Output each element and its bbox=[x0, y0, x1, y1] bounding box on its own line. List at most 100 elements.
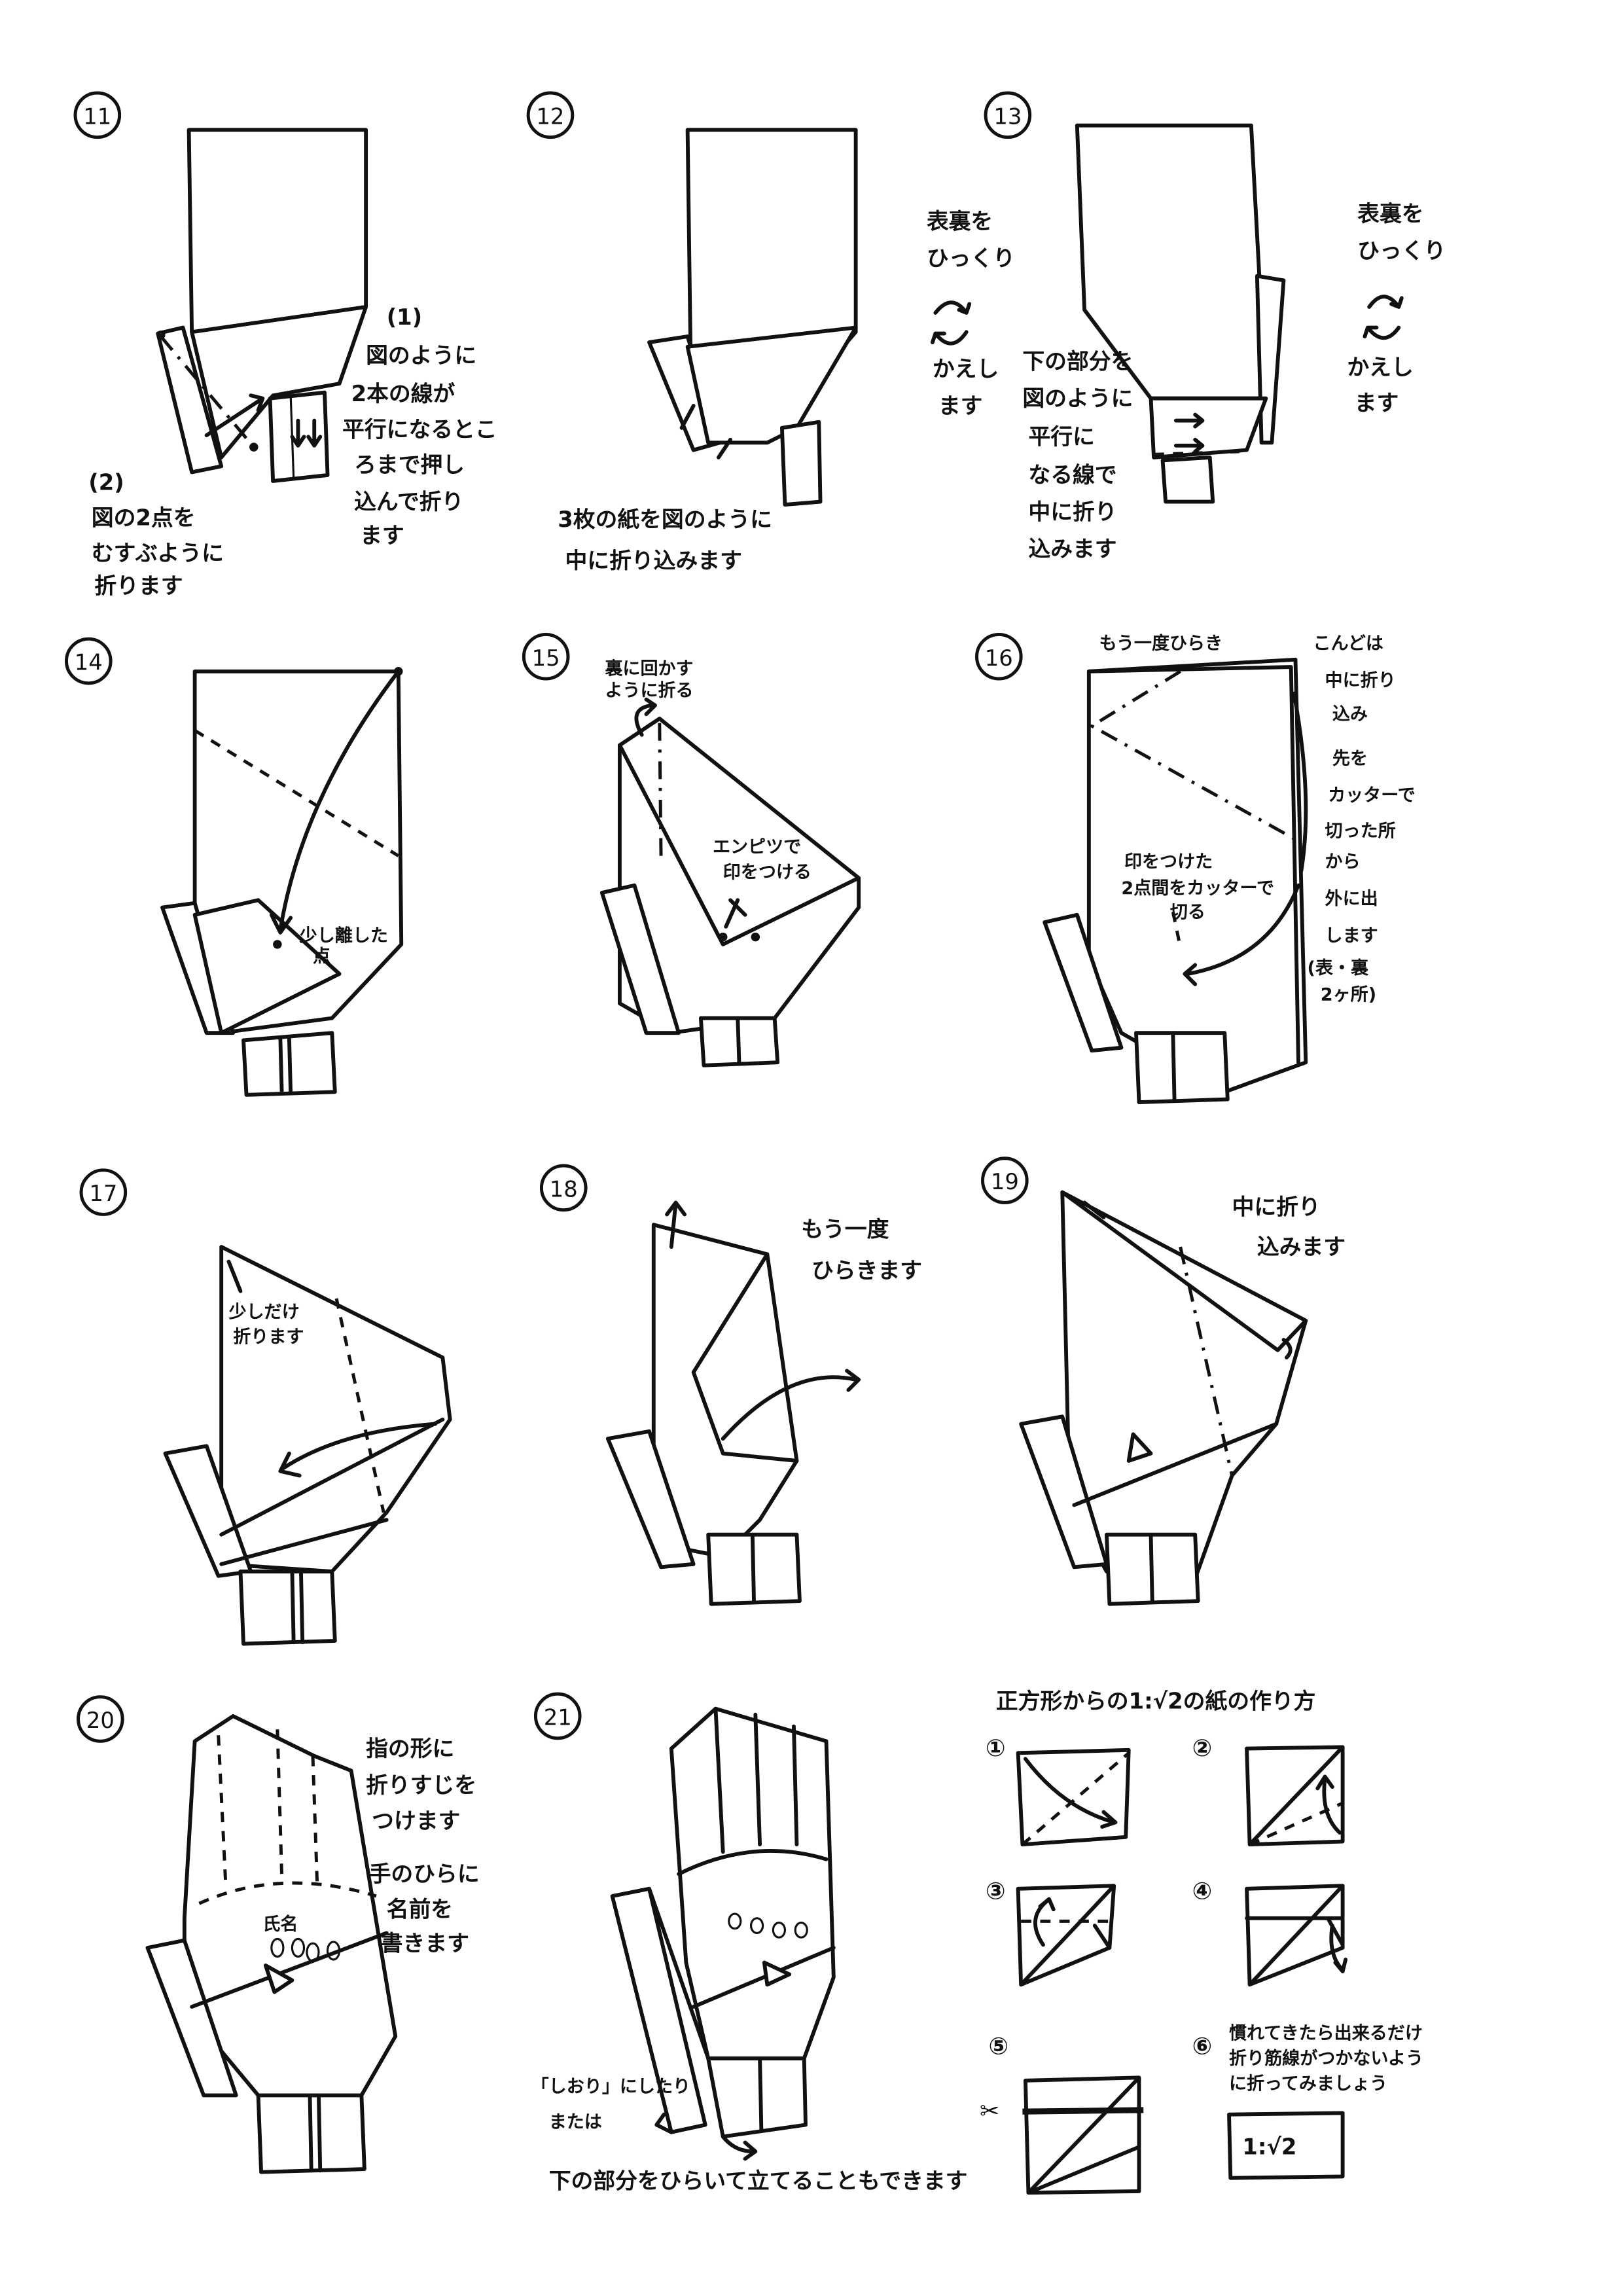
fold-edge bbox=[691, 1252, 799, 1463]
stem-line bbox=[278, 1037, 284, 1096]
note-line: かえし bbox=[933, 356, 999, 382]
thumb-flap bbox=[610, 1886, 707, 2134]
note-line: 込んで折り bbox=[354, 489, 463, 514]
point-marker bbox=[249, 442, 259, 452]
note-line: 図のように bbox=[366, 343, 476, 368]
note-line: ます bbox=[1355, 390, 1399, 416]
note-line: 折ります bbox=[233, 1327, 304, 1348]
note-line: なる線で bbox=[1028, 462, 1116, 488]
step-number-circle bbox=[79, 1168, 128, 1216]
note-line: します bbox=[1325, 925, 1378, 946]
folded-paper bbox=[1245, 1884, 1345, 1987]
flip-arrow-icon bbox=[1367, 295, 1404, 309]
paper-flap bbox=[190, 305, 368, 459]
note-line: ように折る bbox=[605, 681, 693, 701]
step-number-circle bbox=[64, 637, 113, 685]
step-number-circle bbox=[526, 91, 575, 139]
note-line: (2) bbox=[88, 469, 124, 495]
rotate-arrow-icon bbox=[634, 697, 657, 737]
stem-line bbox=[758, 2056, 764, 2132]
note-line: 指の形に bbox=[366, 1736, 454, 1761]
paper-ratio-guide: 正方形からの1:√2の紙の作り方 ① ② ③ ④ ⑤ ✂ ⑥ 慣れてきたら出来る… bbox=[980, 1689, 1423, 2195]
paper-body bbox=[219, 1245, 452, 1573]
arrow-icon bbox=[204, 393, 265, 438]
step-number-circle bbox=[981, 1157, 1029, 1204]
flip-arrow-icon bbox=[933, 300, 972, 315]
note-line: 下の部分を bbox=[1022, 349, 1133, 374]
note-line: 2ヶ所) bbox=[1321, 985, 1376, 1005]
point-marker bbox=[751, 932, 760, 942]
arrow-down-icon bbox=[290, 418, 323, 448]
note-line: 中に折り bbox=[1028, 499, 1116, 525]
note-line: ひっくり bbox=[927, 245, 1015, 271]
step-15: 15 裏に回かす ように折る エンピツで 印をつける bbox=[522, 632, 861, 1067]
paper-lower-rect bbox=[779, 420, 823, 507]
note-line: エンピツで bbox=[713, 837, 801, 857]
step-11: 11 (1) 図のように 2本の線が 平行になるとこ ろまで押し 込んで折り ま… bbox=[73, 91, 497, 598]
step-19: 19 中に折り 込みます bbox=[981, 1157, 1346, 1606]
step-number: 16 bbox=[985, 645, 1013, 671]
paper-flap bbox=[685, 325, 858, 445]
guide-step-number: ① bbox=[986, 1734, 1006, 1762]
note-line: カッターで bbox=[1328, 785, 1416, 806]
name-circle bbox=[794, 1922, 808, 1939]
note-line: 書きます bbox=[381, 1930, 469, 1956]
fold-edge bbox=[617, 743, 861, 946]
step-16: 16 もう一度ひらき こんどは 中に折り 込み 先を カッターで 切った所 から… bbox=[975, 632, 1416, 1105]
triangle-mark bbox=[1126, 1432, 1153, 1463]
paper-lower-rect bbox=[1149, 396, 1268, 459]
thumb-flap bbox=[163, 1444, 253, 1578]
arrow-icon bbox=[1183, 883, 1300, 986]
name-circle bbox=[291, 1937, 306, 1958]
note-line: 込みます bbox=[1028, 536, 1116, 562]
note-line: かえし bbox=[1347, 355, 1413, 380]
step-number: 11 bbox=[83, 103, 111, 129]
note-line: 外に出 bbox=[1325, 889, 1378, 909]
square-paper bbox=[1245, 1745, 1345, 1847]
flip-over-note: 表裏を ひっくり かえし ます bbox=[1347, 201, 1446, 416]
note-line: 点 bbox=[313, 946, 330, 967]
note-line: 中に折り込みます bbox=[565, 548, 741, 573]
note-line: 先を bbox=[1332, 749, 1368, 769]
note-line: (1) bbox=[387, 304, 422, 330]
note-line: 平行に bbox=[1028, 424, 1094, 450]
note-line: 手のひらに bbox=[369, 1861, 480, 1886]
name-circle bbox=[749, 1917, 764, 1934]
guide-step-number: ③ bbox=[986, 1878, 1006, 1905]
note-line: こんどは bbox=[1313, 634, 1383, 654]
step-number: 15 bbox=[532, 645, 560, 671]
fold-line bbox=[1088, 670, 1300, 843]
finger-lines bbox=[677, 1706, 829, 1876]
stem-line bbox=[736, 1016, 741, 1066]
step-number-circle bbox=[975, 632, 1023, 681]
paper-stem bbox=[706, 2056, 808, 2139]
name-circle bbox=[772, 1922, 786, 1939]
arrow-icon bbox=[226, 1259, 243, 1293]
note-line: ろまで押し bbox=[354, 452, 465, 477]
stem-line bbox=[1171, 1031, 1177, 1103]
note-line: に折ってみましょう bbox=[1229, 2073, 1387, 2094]
arrow-right-icon bbox=[1173, 412, 1205, 454]
step-number: 14 bbox=[75, 650, 103, 675]
paper-flap bbox=[192, 898, 342, 1035]
fold-curve bbox=[1292, 691, 1308, 873]
folded-paper bbox=[1016, 1884, 1116, 1987]
note-line: 図のように bbox=[1022, 386, 1133, 411]
step-12: 12 3枚の紙を図のように 中に折り込みます bbox=[526, 91, 858, 573]
note-line: 名前を bbox=[387, 1897, 453, 1922]
step-number-circle bbox=[539, 1164, 588, 1212]
step-number: 19 bbox=[991, 1169, 1019, 1194]
guide-step-number: ⑤ bbox=[989, 2032, 1009, 2060]
arrow-icon bbox=[1023, 1757, 1118, 1829]
step-17: 17 少しだけ 折ります bbox=[79, 1168, 452, 1646]
paper-stem bbox=[238, 1570, 337, 1646]
guide-step-number: ⑥ bbox=[1192, 2032, 1213, 2060]
square-paper bbox=[1016, 1748, 1131, 1847]
note-line: から bbox=[1325, 852, 1361, 872]
stem-line bbox=[1149, 1532, 1154, 1605]
stem-line bbox=[750, 1532, 757, 1605]
ratio-label: 1:√2 bbox=[1242, 2134, 1296, 2160]
step-number: 18 bbox=[550, 1176, 578, 1202]
name-label: 氏名 bbox=[262, 1914, 298, 1935]
